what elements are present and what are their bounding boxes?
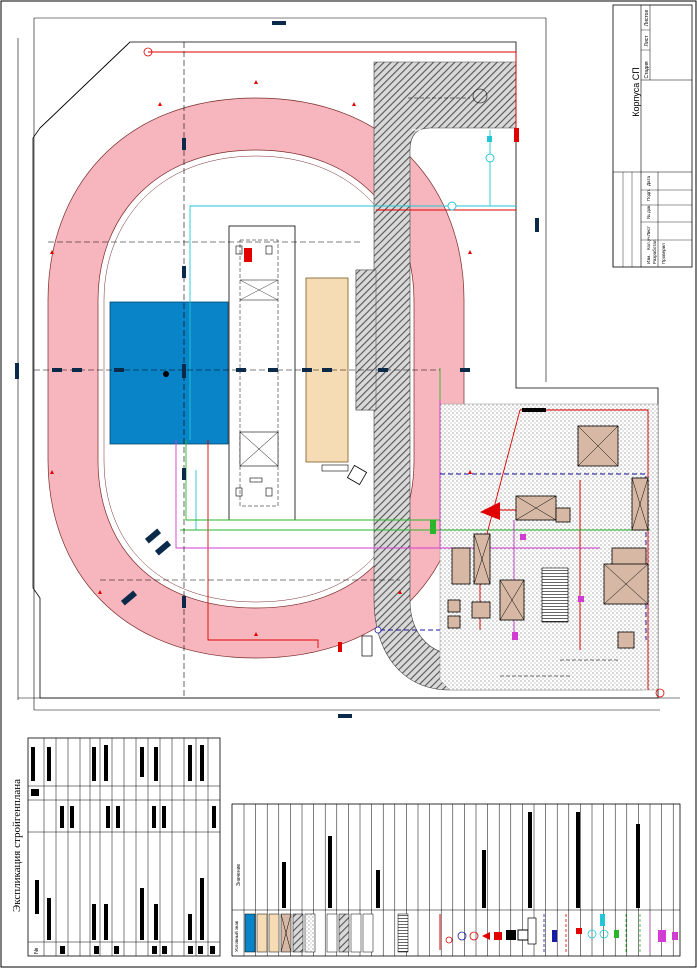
col-sheet-label: Лист [644, 35, 650, 47]
legend-table: Значение Условный знак [231, 803, 681, 957]
tower-crane-area [228, 225, 296, 521]
sheet-name: Корпуса СП [631, 67, 641, 117]
checked-label: Проверил [661, 243, 666, 264]
col-stage-label: Стадия [644, 61, 650, 78]
row-count: Кол.уч. [646, 235, 651, 250]
row-date: Дата [646, 176, 651, 186]
col-sheets-label: Листов [644, 10, 650, 27]
site-plan [15, 17, 680, 718]
row-sign: Подп. [646, 189, 651, 201]
explication-title: Экспликация стройгенплана [11, 779, 23, 912]
swimming-pool [109, 301, 229, 445]
storage-area [439, 403, 659, 691]
explication-num-header: № [33, 948, 40, 954]
developed-label: Разработал [652, 239, 657, 264]
row-doc: № док. [646, 205, 651, 219]
title-block: Корпуса СП Стадия Лист Листов Изм. Кол.у… [612, 4, 693, 268]
row-sheet: Лист [646, 226, 651, 236]
site-boundary [32, 41, 659, 699]
row-change: Изм. [646, 254, 651, 264]
explication-table: Экспликация стройгенплана № [11, 737, 221, 957]
legend-symbol-header: Условный знак [233, 921, 239, 952]
materials-stack [541, 567, 569, 623]
legend-name-header: Значение [236, 864, 242, 886]
